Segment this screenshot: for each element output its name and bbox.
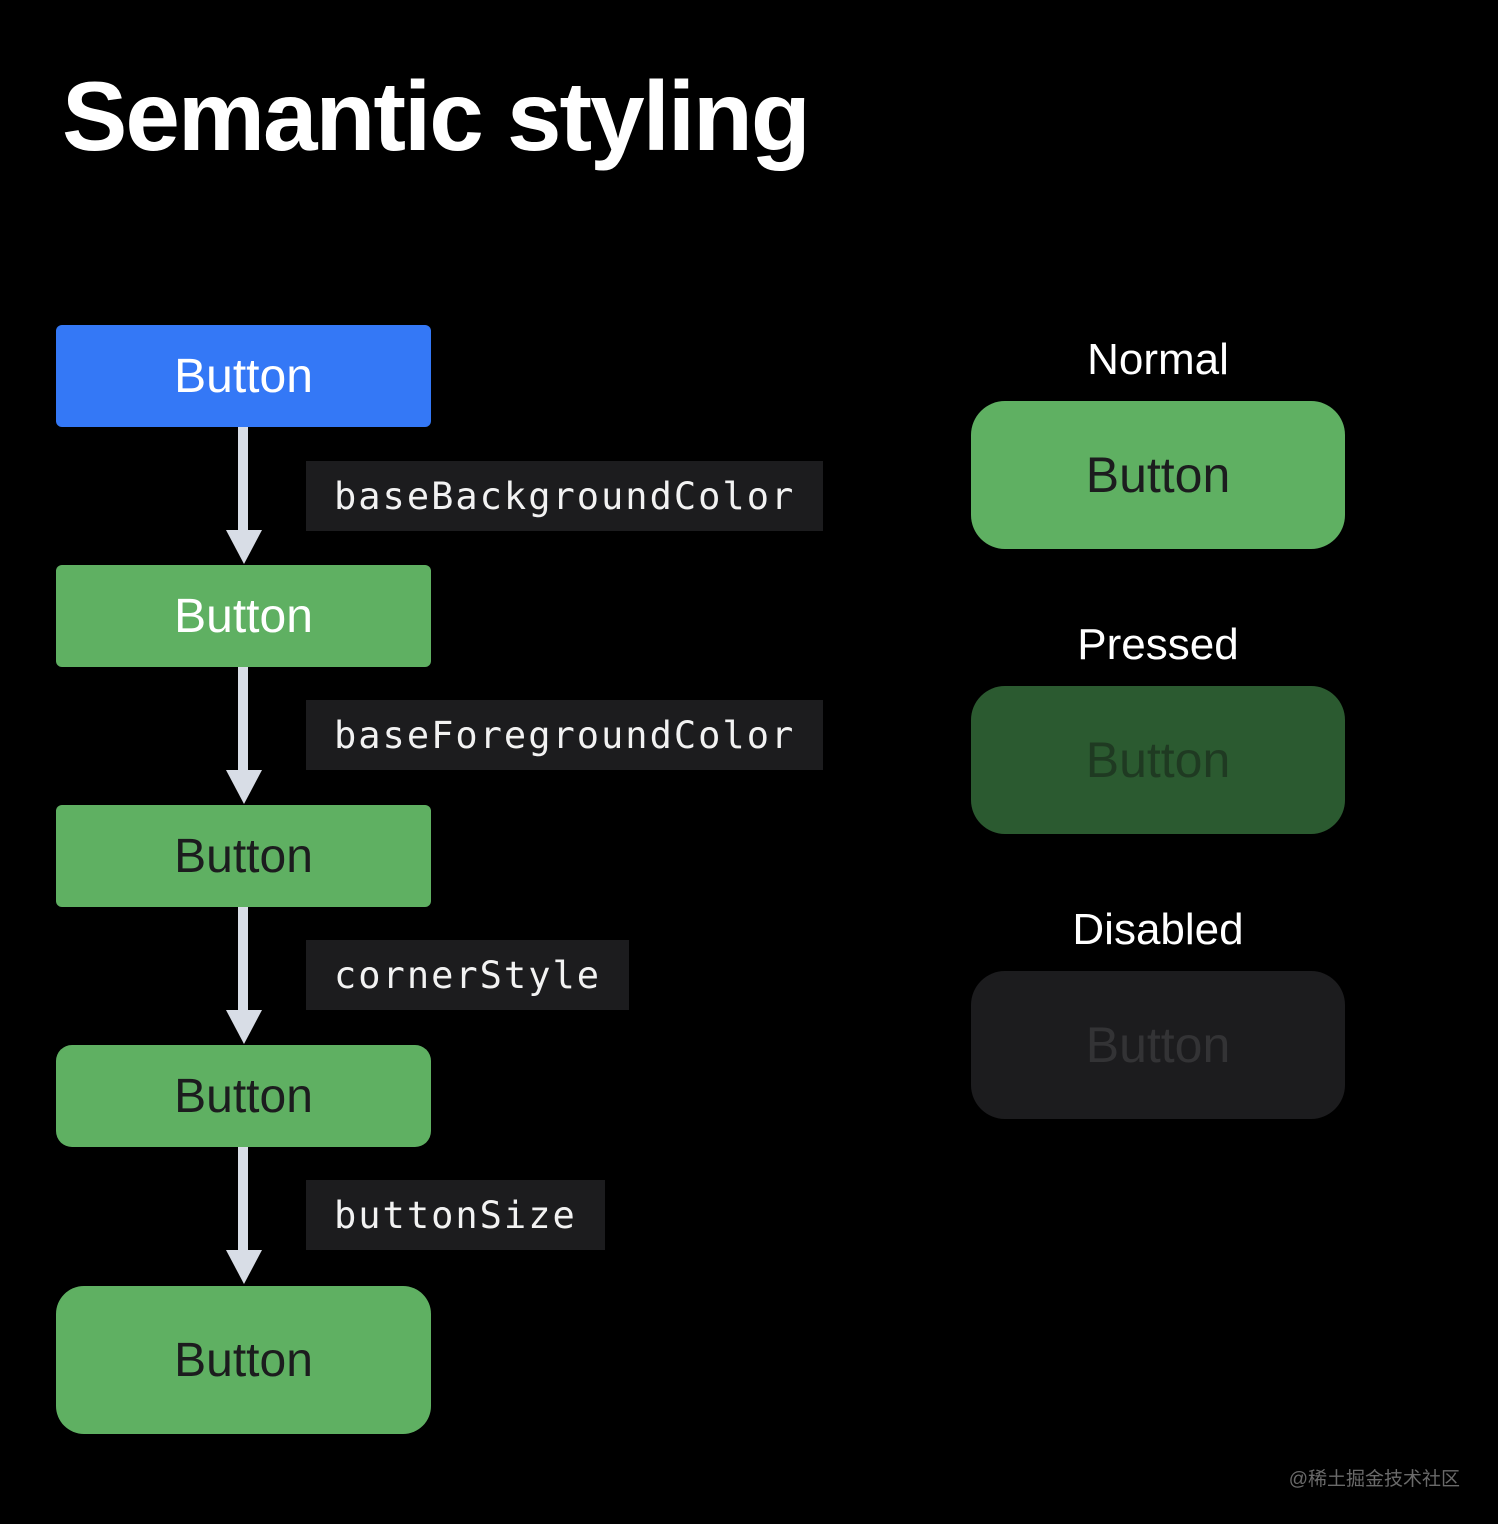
property-label-button-size: buttonSize: [306, 1180, 605, 1250]
arrow-line-2: [238, 667, 248, 771]
state-label-normal: Normal: [1087, 335, 1229, 384]
property-label-corner-style: cornerStyle: [306, 940, 630, 1010]
state-label-pressed: Pressed: [1077, 620, 1239, 669]
button-state-pressed[interactable]: Button: [971, 686, 1345, 834]
arrow-head-4: [226, 1250, 262, 1284]
button-state-normal[interactable]: Button: [971, 401, 1345, 549]
button-state-disabled: Button: [971, 971, 1345, 1119]
arrow-head-3: [226, 1010, 262, 1044]
property-label-base-foreground-color: baseForegroundColor: [306, 700, 824, 770]
arrow-line-1: [238, 427, 248, 531]
arrow-line-4: [238, 1147, 248, 1251]
button-step-1-default[interactable]: Button: [56, 325, 431, 427]
watermark: @稀土掘金技术社区: [1288, 1469, 1460, 1490]
arrow-head-2: [226, 770, 262, 804]
state-label-disabled: Disabled: [1072, 905, 1244, 954]
button-step-2-background[interactable]: Button: [56, 565, 431, 667]
property-label-base-background-color: baseBackgroundColor: [306, 461, 824, 531]
button-step-3-foreground[interactable]: Button: [56, 805, 431, 907]
page-title: Semantic styling: [62, 61, 811, 171]
button-step-4-corner-style[interactable]: Button: [56, 1045, 431, 1147]
button-step-5-button-size[interactable]: Button: [56, 1286, 431, 1434]
arrow-head-1: [226, 530, 262, 564]
arrow-line-3: [238, 907, 248, 1011]
